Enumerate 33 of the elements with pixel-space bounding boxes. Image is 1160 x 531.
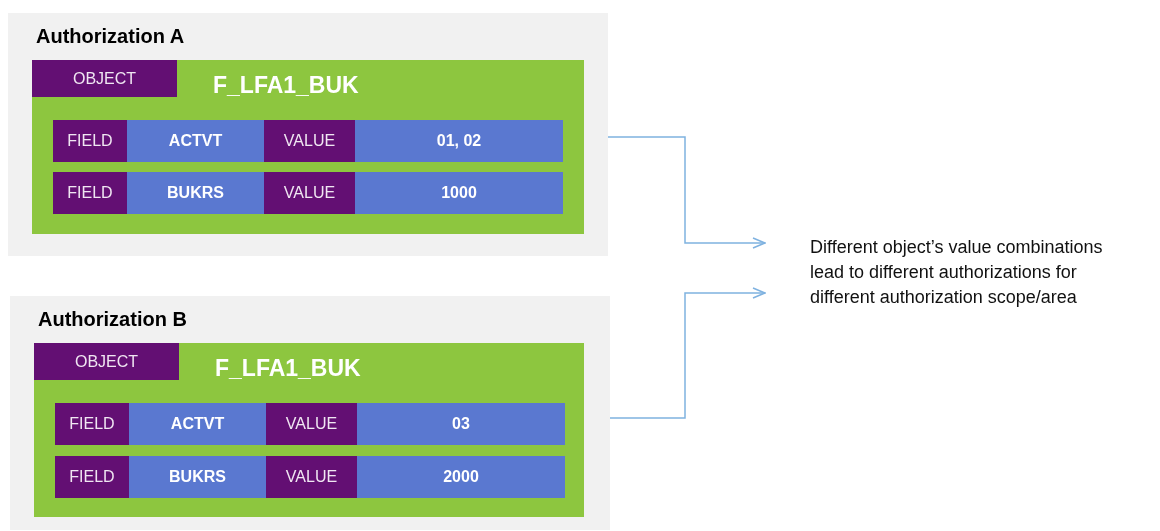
field-value: 2000 (357, 456, 565, 498)
value-tag: VALUE (264, 172, 355, 214)
panel-title: Authorization A (36, 25, 185, 48)
field-value: 01, 02 (355, 120, 563, 162)
field-tag: FIELD (55, 456, 129, 498)
field-row (55, 456, 565, 498)
field-name: BUKRS (127, 172, 264, 214)
field-row (55, 403, 565, 445)
field-name: ACTVT (129, 403, 266, 445)
field-value: 1000 (355, 172, 563, 214)
object-tag: OBJECT (32, 60, 177, 97)
object-name: F_LFA1_BUK (213, 72, 359, 99)
field-row (53, 172, 563, 214)
field-tag: FIELD (53, 120, 127, 162)
object-panel (34, 343, 584, 517)
field-name: BUKRS (129, 456, 266, 498)
field-tag: FIELD (53, 172, 127, 214)
object-name: F_LFA1_BUK (215, 355, 361, 382)
authorization-panel (8, 13, 608, 256)
value-tag: VALUE (266, 403, 357, 445)
value-tag: VALUE (264, 120, 355, 162)
field-tag: FIELD (55, 403, 129, 445)
object-panel (32, 60, 584, 234)
note-text: Different object’s value combinations lead to different authorizations for different authorization scope/area (765, 235, 1125, 315)
panel-title: Authorization B (38, 308, 187, 331)
connector-arrow (609, 287, 766, 419)
value-tag: VALUE (266, 456, 357, 498)
field-row (53, 120, 563, 162)
field-value: 03 (357, 403, 565, 445)
object-tag: OBJECT (34, 343, 179, 380)
authorization-panel (10, 296, 610, 530)
connector-arrow (607, 136, 766, 249)
field-name: ACTVT (127, 120, 264, 162)
